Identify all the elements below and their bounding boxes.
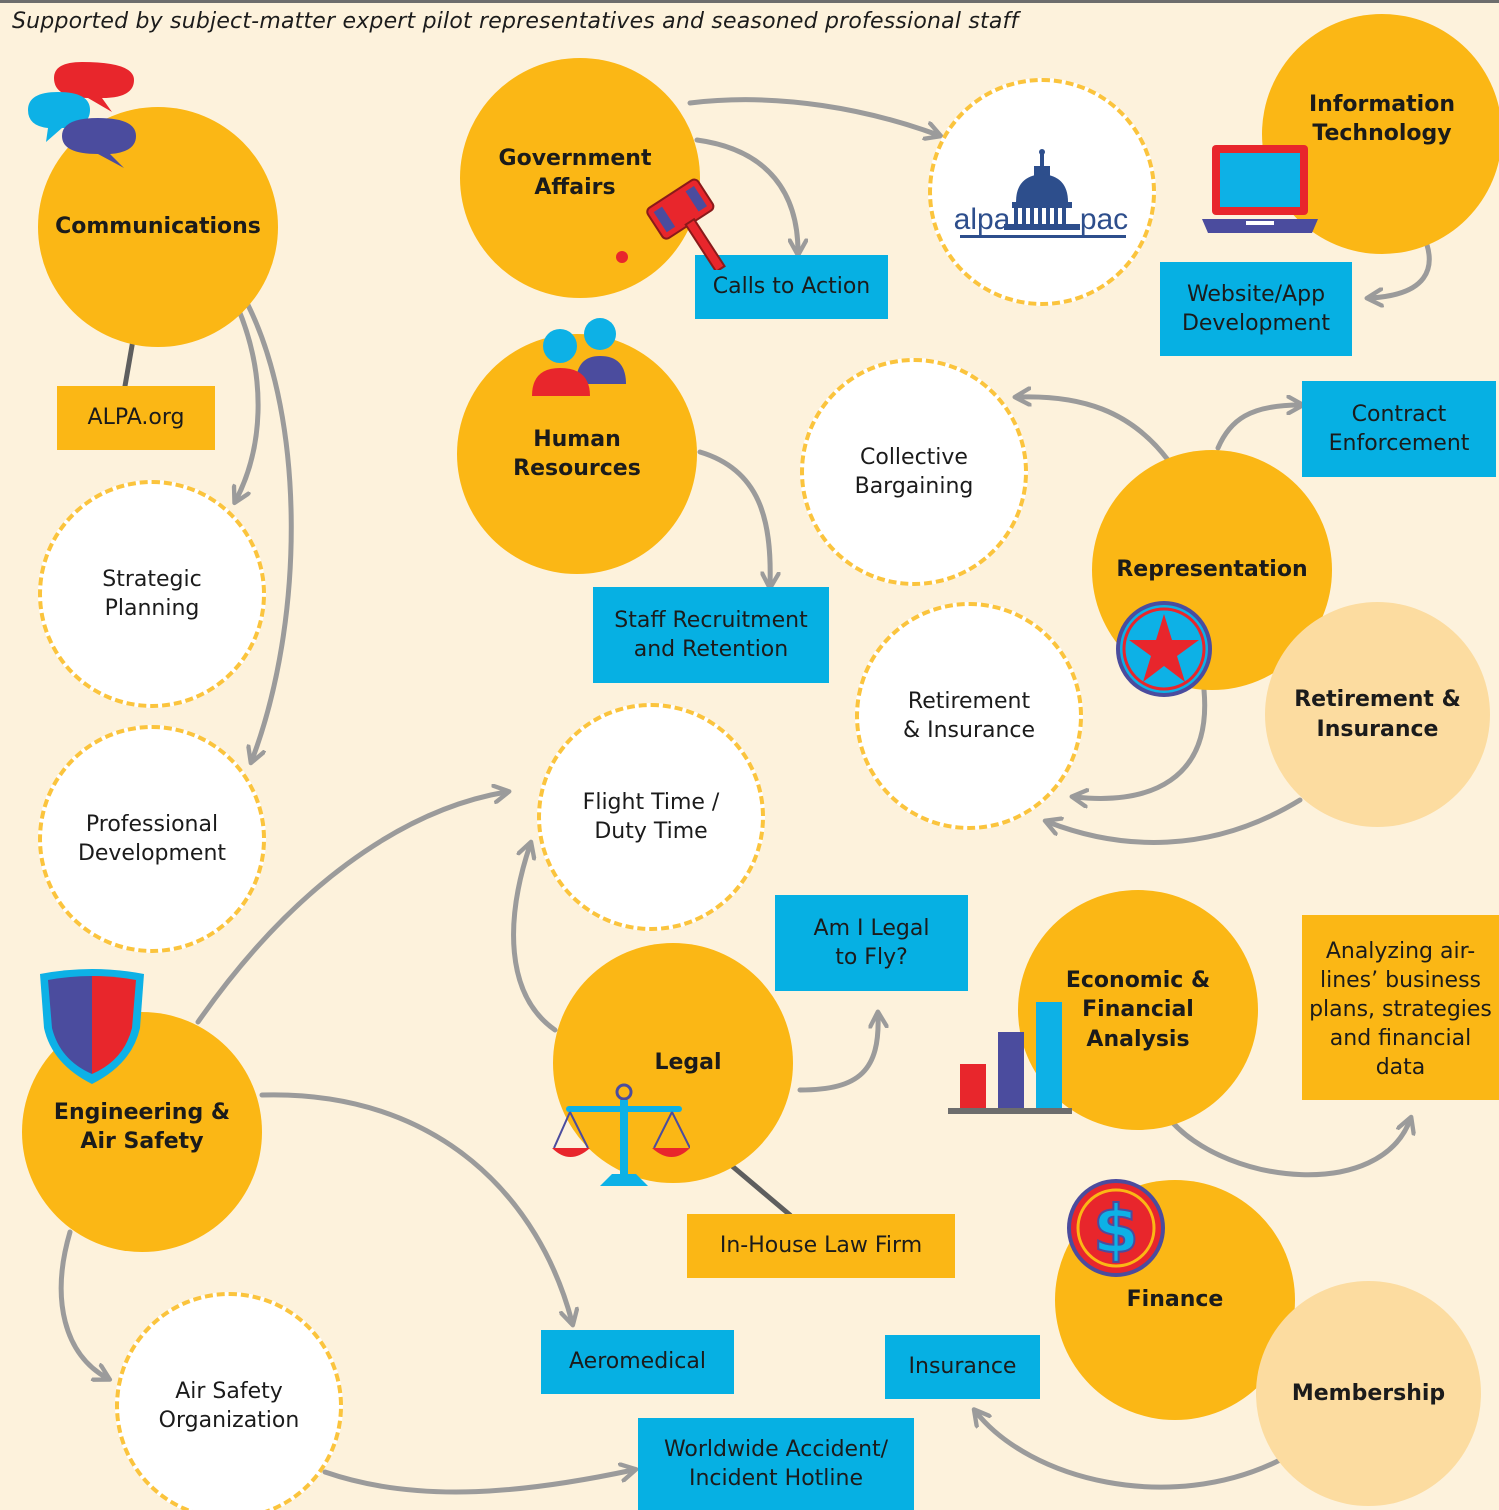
shield-icon [40,969,144,1084]
laptop-icon [1202,145,1318,233]
speech-bubbles-icon [28,62,136,168]
connector-engineering-aeromedical [259,1092,572,1322]
department-retirement-insurance: Retirement & Insurance [1265,602,1490,827]
connector-membership-insurance [976,1412,1283,1490]
alpa-pac-logo-right-text: pac [1080,203,1128,236]
department-engineering-air-safety: Engineering & Air Safety [22,1012,262,1252]
connector-retirement-dept-retirement-topic [1048,797,1303,845]
box-insurance: Insurance [885,1335,1040,1399]
box-am-i-legal: Am I Legal to Fly? [775,895,968,991]
connector-communications-strategic-planning [236,305,261,500]
gavel-icon [616,178,726,270]
connector-govaffairs-calls-to-action [694,137,798,252]
connector-economic-analyzing [1169,1120,1410,1178]
connector-communications-professional-development [245,302,294,760]
topic-air-safety-organization: Air Safety Organization [115,1292,343,1510]
box-aeromedical: Aeromedical [541,1330,734,1394]
connector-legal-am-i-legal [797,1015,878,1093]
connector-communications-alpa-org [122,337,136,389]
box-staff-recruitment-retention: Staff Recruitment and Retention [593,587,829,683]
connector-air-safety-hotline [322,1470,633,1495]
topic-collective-bargaining: Collective Bargaining [800,358,1028,586]
topic-strategic-planning: Strategic Planning [38,480,266,708]
alpa-pac-logo: alpa pac [928,78,1156,306]
diagram-subtitle: Supported by subject-matter expert pilot… [12,9,1019,34]
topic-flight-time-duty-time: Flight Time / Duty Time [537,703,765,931]
topic-professional-development: Professional Development [38,725,266,953]
topic-retirement-insurance: Retirement & Insurance [855,602,1083,830]
department-membership: Membership [1256,1281,1481,1506]
connector-representation-retirement [1075,687,1208,798]
connector-hr-staff-recruitment [697,449,770,585]
box-contract-enforcement: Contract Enforcement [1302,381,1496,477]
department-legal: Legal [553,943,793,1183]
star-badge-icon [1116,601,1212,697]
box-website-app-development: Website/App Development [1160,262,1352,356]
capitol-dome-icon: alpa pac [954,149,1128,238]
connector-engineering-flight-time [195,792,506,1025]
connector-engineering-air-safety [58,1229,107,1378]
connector-representation-bargaining [1018,397,1171,463]
svg-text:$: $ [1093,1191,1139,1268]
box-in-house-law-firm: In-House Law Firm [687,1214,955,1278]
connector-govaffairs-alpapac [687,97,938,135]
bar-chart-icon [948,1002,1072,1114]
box-worldwide-hotline: Worldwide Accident/ Incident Hotline [638,1418,914,1510]
connector-representation-contract [1215,405,1300,451]
box-calls-to-action: Calls to Action [695,255,888,319]
connector-legal-law-firm [729,1163,793,1218]
dollar-coin-icon: $ [1067,1179,1165,1277]
connector-legal-flight-time [511,845,558,1033]
people-icon [532,318,626,396]
alpa-pac-logo-left-text: alpa [954,203,1011,236]
department-government-affairs: Government Affairs [460,58,700,298]
box-alpa-org: ALPA.org [57,386,215,450]
scales-icon [552,1083,690,1186]
top-rule [0,0,1499,3]
box-analyzing-airlines: Analyzing air- lines’ business plans, st… [1302,915,1499,1100]
